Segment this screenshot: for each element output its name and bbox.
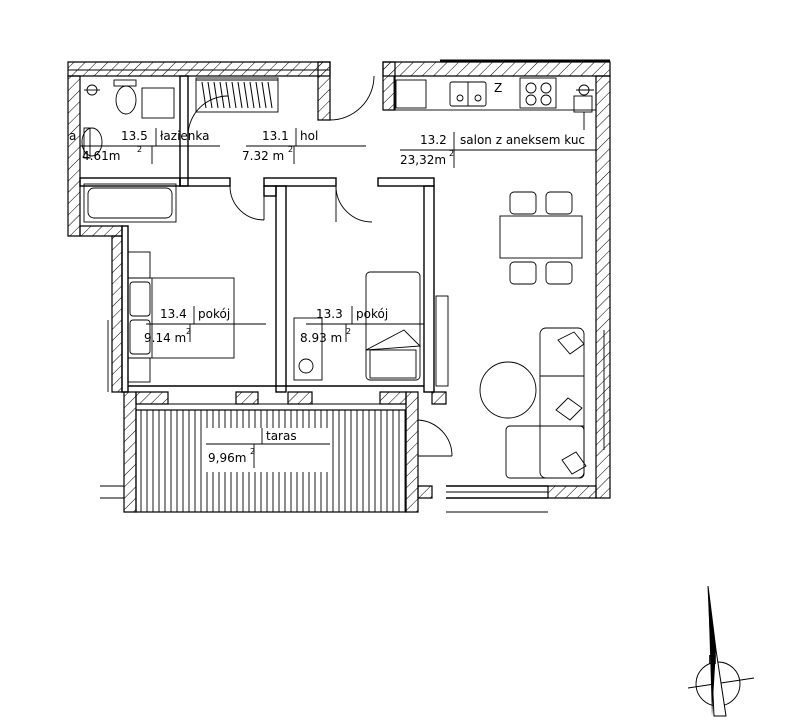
furniture-133: [293, 271, 449, 387]
svg-text:13.3: 13.3: [316, 307, 343, 321]
svg-text:pokój: pokój: [198, 307, 230, 321]
compass-icon: N: [687, 585, 755, 717]
svg-text:2: 2: [449, 149, 454, 158]
terrace-label: taras 9,96m 2: [206, 428, 332, 472]
bathroom-fixtures: [81, 79, 177, 223]
svg-text:13.2: 13.2: [420, 133, 447, 147]
svg-text:2: 2: [288, 145, 293, 154]
fridge-label: Z: [494, 81, 502, 95]
wardrobe: [195, 77, 279, 113]
bath-edge-label: a: [69, 129, 76, 143]
interior-walls: [79, 75, 548, 513]
bed-134: [127, 251, 235, 383]
svg-text:2: 2: [250, 447, 255, 456]
doors: [187, 75, 453, 457]
sofa: [479, 327, 587, 479]
svg-text:7.32 m: 7.32 m: [242, 149, 284, 163]
room-132-label: 13.2 salon z aneksem kuc 23,32m 2: [400, 132, 596, 168]
svg-text:13.4: 13.4: [160, 307, 187, 321]
compass-n-label: N: [708, 653, 717, 667]
svg-text:9.14 m: 9.14 m: [144, 331, 186, 345]
room-133-label: 13.3 pokój 8.93 m 2: [300, 306, 424, 345]
svg-text:taras: taras: [266, 429, 297, 443]
dining-set: [499, 191, 583, 285]
svg-text:hol: hol: [300, 129, 318, 143]
svg-text:2: 2: [186, 327, 191, 336]
svg-text:2: 2: [346, 327, 351, 336]
room-area: 4.61m: [82, 149, 120, 163]
room-number: 13.5: [121, 129, 148, 143]
room-134-label: 13.4 pokój 9.14 m 2: [144, 306, 266, 345]
kitchen-fixtures: Z: [393, 75, 597, 130]
svg-text:salon z aneksem kuc: salon z aneksem kuc: [460, 133, 585, 147]
room-131-label: 13.1 hol 7.32 m 2: [242, 128, 366, 164]
room-135-label: 13.5 łazienka 4.61m 2 a: [69, 128, 220, 164]
room-name: łazienka: [160, 129, 209, 143]
svg-text:8.93 m: 8.93 m: [300, 331, 342, 345]
outer-walls: [67, 59, 611, 513]
svg-text:2: 2: [137, 145, 142, 154]
svg-text:23,32m: 23,32m: [400, 153, 446, 167]
svg-text:9,96m: 9,96m: [208, 451, 246, 465]
svg-text:13.1: 13.1: [262, 129, 289, 143]
svg-text:pokój: pokój: [356, 307, 388, 321]
